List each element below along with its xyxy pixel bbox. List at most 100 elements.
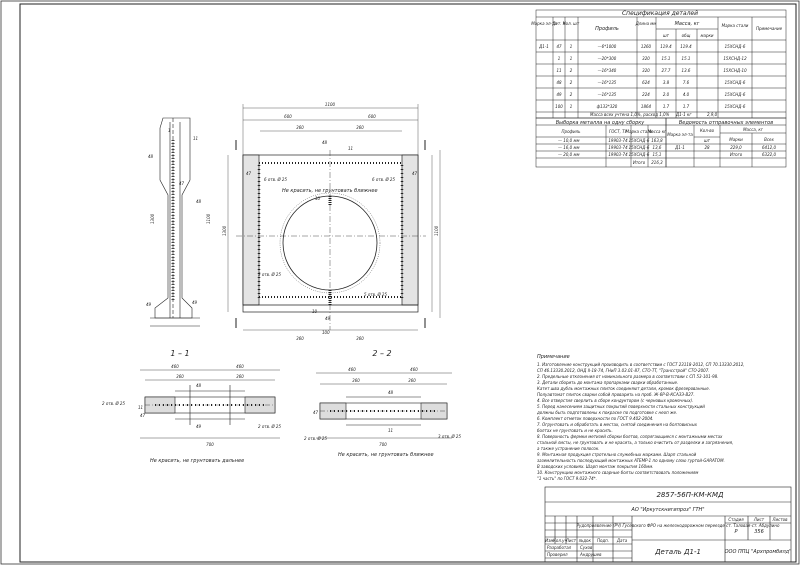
side-view	[150, 117, 200, 327]
spec-cell: 224	[642, 92, 650, 97]
list-item: а также устранение полосок.	[537, 446, 600, 451]
spec-cell: 15ХСНД-6	[725, 104, 746, 109]
table-row: — 10,0 мм 19903-74 15ХСНД-6 163,8	[558, 138, 663, 143]
section-1-title: 1 – 1	[170, 349, 189, 358]
label-holes-6-right: 6 отв. Ø 25	[372, 177, 395, 182]
metal-title: Выборка металла на одну сборку	[556, 120, 646, 126]
mark-48-s1: 48	[196, 383, 202, 388]
spec-cell: 1.7	[683, 104, 690, 109]
table-row: 47 1 —6*1000 1260 119.4 119.4 15ХСНД-6	[556, 44, 745, 49]
dim-600-right: 600	[368, 114, 376, 119]
spec-footnote-mark: Д1-1 кг	[675, 112, 692, 117]
metal-h-mass: Масса кг	[648, 129, 667, 134]
stamp-head-cols: Изм. Кол.уч Лист №док Подп. Дата	[545, 538, 627, 543]
spec-cell: 119.4	[660, 44, 672, 49]
dim-600-left: 600	[284, 114, 292, 119]
stamp-head: Изм.	[545, 538, 554, 543]
stamp-name: Сухов	[580, 545, 593, 550]
mark-47-s2: 47	[313, 410, 319, 415]
label-holes-2-s2: 2 отв. Ø 25	[304, 436, 327, 441]
dim-700-s1: 700	[206, 442, 214, 447]
spec-cell: 1864	[641, 104, 652, 109]
spec-cell: 15ХСНД-6	[725, 92, 746, 97]
spec-cell: —6*1000	[598, 44, 617, 49]
dim-460-s2: 460	[348, 367, 356, 372]
spec-cell: —20*300	[598, 56, 617, 61]
stamp-head: Дата	[616, 538, 628, 543]
spec-title: Спецификация деталей	[622, 10, 698, 17]
shipping-cell: 28	[704, 145, 710, 150]
metal-h-steel: Марка стали	[626, 129, 653, 134]
spec-cell: 15ХСНД-12	[723, 56, 747, 61]
stage-label: Стадия	[728, 517, 744, 522]
main-view-dimlines	[227, 104, 441, 331]
metal-cell: 15,1	[653, 152, 662, 157]
spec-cell: 1.7	[663, 104, 670, 109]
metal-cell: 15ХСНД-6	[629, 138, 650, 143]
list-item: 10. Конструкцию монтажного сварные болты…	[537, 470, 698, 475]
spec-h-mark: Марка эл-та	[531, 21, 557, 26]
mark-47-main-l: 47	[246, 171, 252, 176]
shipping-h-qty-unit: шт	[704, 138, 711, 143]
dim-360-s1-r: 360	[236, 374, 244, 379]
list-item: СП 46.13330.2012, ОНД II-18-74, ГНиП 3.0…	[537, 368, 710, 373]
stamp-name: Андрушев	[579, 552, 602, 557]
metal-cell: Итого	[633, 160, 646, 165]
spec-cell: 47	[556, 44, 562, 49]
metal-h-profile: Профиль	[562, 129, 582, 134]
spec-cell: ф133*320	[597, 104, 618, 109]
table-row: 11 2 —16*340 320 27.7 13.6 15ХСНД-10	[556, 68, 747, 73]
stamp-roles: Разработал Сухов Проверил Андрушев	[547, 545, 602, 557]
notes-list: 1. Изготовление конструкций производить …	[536, 362, 745, 481]
spec-cell: 2	[570, 68, 573, 73]
spec-cell: 1	[570, 44, 573, 49]
spec-cell: 2	[570, 80, 573, 85]
stamp-role: Разработал	[547, 545, 572, 550]
metal-cell: 15ХСНД-6	[629, 145, 650, 150]
list-item: В заводских условиях. Шарп монтаж покрыт…	[537, 464, 653, 469]
label-holes-5-right: 5 отв. Ø 25	[364, 292, 387, 297]
spec-cell: 2.0	[663, 92, 670, 97]
mark-48-s2: 48	[388, 390, 394, 395]
spec-h-qty: Кол. шт	[563, 21, 580, 26]
dim-360-top: 360	[296, 125, 304, 130]
project-name: Рудопроявление (РЧ) Гусевского ФРО на же…	[577, 523, 780, 528]
table-row: 49 2 —16*135 224 2.0 4.0 15ХСНД-6	[556, 92, 745, 97]
mark-48-main: 48	[322, 140, 328, 145]
spec-rows: 47 1 —6*1000 1260 119.4 119.4 15ХСНД-6 1…	[555, 44, 747, 109]
shipping-h-mass: Масса, кг	[743, 127, 764, 132]
spec-cell: 1260	[641, 44, 652, 49]
spec-h-mass: Масса, кг	[675, 21, 700, 27]
mark-48-side: 48	[148, 154, 154, 159]
label-holes-5-left: 5 отв. Ø 25	[258, 272, 281, 277]
spec-cell: 3.8	[663, 80, 670, 85]
mark-49-side: 49	[146, 302, 152, 307]
spec-cell: 7.6	[683, 80, 690, 85]
label-holes-6-left: 6 отв. Ø 25	[264, 177, 287, 182]
list-item: 8. Поверхность фермки метизей сборки бол…	[537, 434, 723, 439]
mark-47-main: 47	[412, 171, 418, 176]
shipping-h-mark: Марка эл-та	[667, 132, 693, 137]
dim-360-s2-r: 360	[408, 378, 416, 383]
section-1-view	[140, 369, 280, 439]
spec-cell: 320	[642, 68, 650, 73]
shipping-rows: Д1-1 28 229,0 6412,0 Итого 6322,0	[674, 145, 776, 157]
notes-title: Примечание	[537, 354, 570, 360]
dim-360-top-r: 360	[356, 125, 364, 130]
spec-h-mass-mark: марки	[700, 33, 713, 38]
list-item: 5. Перед нанесением защитных покрытий по…	[537, 404, 705, 409]
metal-cell: 216,3	[651, 160, 663, 165]
mark-1: 1	[168, 128, 171, 133]
shipping-cell: 229,0	[730, 145, 742, 150]
label-no-paint-main: Не красить, не грунтовать ближнее	[282, 188, 378, 194]
metal-cell: — 16,0 мм	[558, 145, 579, 150]
shipping-h-mass-unit: Марки	[729, 137, 743, 142]
stamp-head: Лист	[565, 538, 577, 543]
spec-cell: 15ХСНД-6	[725, 44, 746, 49]
table-row: 100 1 ф133*320 1864 1.7 1.7 15ХСНД-6	[555, 104, 746, 109]
mark-11-main: 11	[348, 146, 353, 151]
section-2-title: 2 – 2	[372, 349, 391, 358]
spec-h-length: Длина мм	[635, 21, 657, 26]
